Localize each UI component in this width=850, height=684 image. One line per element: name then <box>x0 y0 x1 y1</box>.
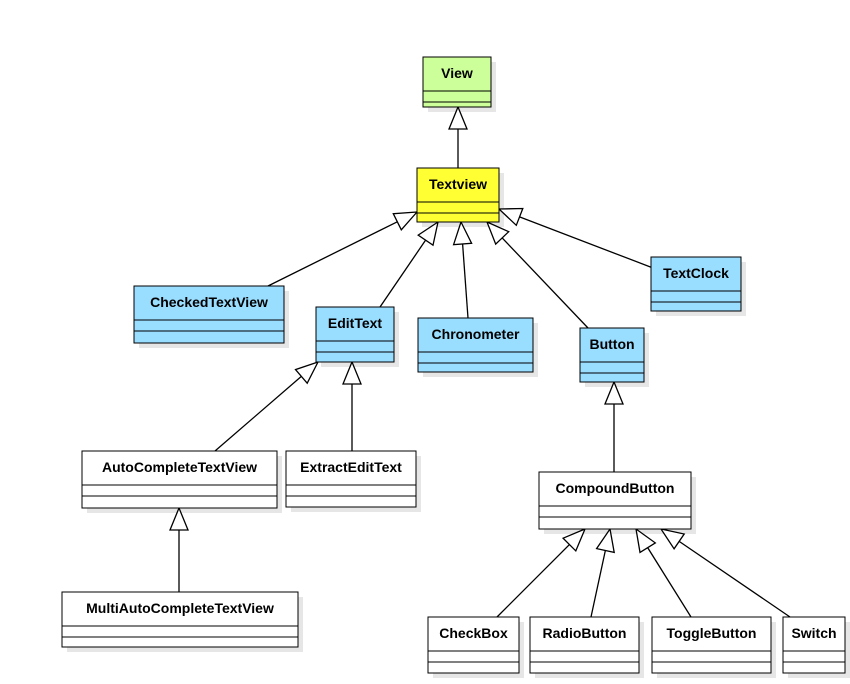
class-checkbox[interactable]: CheckBox <box>427 616 520 674</box>
class-box-extractedittext <box>285 450 417 508</box>
generalization-arrowhead-icon <box>392 211 419 231</box>
inheritance-line <box>379 239 427 308</box>
class-compoundbutton[interactable]: CompoundButton <box>538 471 692 530</box>
class-name-textview: Textview <box>429 176 487 192</box>
inheritance-edge-switch-to-compoundbutton <box>659 528 791 618</box>
generalization-arrowhead-icon <box>485 220 510 246</box>
class-textclock[interactable]: TextClock <box>650 256 742 312</box>
class-switch[interactable]: Switch <box>782 616 846 674</box>
class-name-radiobutton: RadioButton <box>543 625 627 641</box>
inheritance-edge-textclock-to-textview <box>497 207 654 269</box>
class-name-togglebutton: ToggleButton <box>667 625 757 641</box>
generalization-arrowhead-icon <box>294 360 320 385</box>
inheritance-edge-checkbox-to-compoundbutton <box>496 527 587 618</box>
class-box-multiautocompletetextview <box>61 591 299 648</box>
class-name-checkbox: CheckBox <box>439 625 508 641</box>
generalization-arrowhead-icon <box>452 220 473 246</box>
class-box-view <box>422 56 492 108</box>
class-box-radiobutton <box>529 616 640 674</box>
class-chronometer[interactable]: Chronometer <box>417 317 534 373</box>
generalization-arrowhead-icon <box>417 220 439 247</box>
inheritance-edge-radiobutton-to-compoundbutton <box>590 527 616 618</box>
class-radiobutton[interactable]: RadioButton <box>529 616 640 674</box>
inheritance-line <box>461 243 469 319</box>
class-button[interactable]: Button <box>579 327 645 383</box>
inheritance-line <box>590 550 606 618</box>
generalization-arrowhead-icon <box>604 380 624 405</box>
class-name-multiautocompletetextview: MultiAutoCompleteTextView <box>86 600 274 616</box>
class-box-compoundbutton <box>538 471 692 530</box>
inheritance-edge-extractedittext-to-edittext <box>342 360 362 451</box>
generalization-arrowhead-icon <box>595 527 616 554</box>
class-checkedtextview[interactable]: CheckedTextView <box>133 285 285 344</box>
generalization-arrowhead-icon <box>561 527 587 553</box>
class-name-compoundbutton: CompoundButton <box>556 480 675 496</box>
inheritance-edge-edittext-to-textview <box>379 220 439 308</box>
class-multiautocompletetextview[interactable]: MultiAutoCompleteTextView <box>61 591 299 648</box>
generalization-arrowhead-icon <box>169 506 189 531</box>
class-box-togglebutton <box>651 616 772 674</box>
class-name-button: Button <box>589 336 634 352</box>
inheritance-line <box>678 540 791 618</box>
class-name-chronometer: Chronometer <box>432 326 520 342</box>
class-autocompletetextview[interactable]: AutoCompleteTextView <box>81 450 278 509</box>
class-box-edittext <box>315 306 395 363</box>
class-box-autocompletetextview <box>81 450 278 509</box>
class-name-view: View <box>441 65 473 81</box>
inheritance-edge-compoundbutton-to-button <box>604 380 624 472</box>
class-view[interactable]: View <box>422 56 492 108</box>
generalization-arrowhead-icon <box>497 207 524 227</box>
class-box-switch <box>782 616 846 674</box>
inheritance-edge-textview-to-view <box>448 105 468 168</box>
inheritance-edge-checkedtextview-to-textview <box>267 211 419 287</box>
class-togglebutton[interactable]: ToggleButton <box>651 616 772 674</box>
inheritance-line <box>267 221 398 287</box>
class-name-switch: Switch <box>791 625 836 641</box>
class-name-checkedtextview: CheckedTextView <box>150 294 268 310</box>
inheritance-line <box>214 375 302 452</box>
inheritance-edge-multiautocompletetextview-to-autocompletetextview <box>169 506 189 592</box>
class-name-autocompletetextview: AutoCompleteTextView <box>102 459 257 475</box>
class-name-edittext: EditText <box>328 315 383 331</box>
generalization-arrowhead-icon <box>448 105 468 130</box>
inheritance-line <box>647 547 692 618</box>
inheritance-edge-button-to-textview <box>485 220 589 329</box>
class-name-extractedittext: ExtractEditText <box>300 459 402 475</box>
inheritance-line <box>519 216 654 269</box>
class-box-checkedtextview <box>133 285 285 344</box>
inheritance-edge-chronometer-to-textview <box>452 220 473 319</box>
inheritance-edges <box>169 105 791 618</box>
inheritance-line <box>496 544 570 618</box>
generalization-arrowhead-icon <box>659 528 686 550</box>
generalization-arrowhead-icon <box>342 360 362 385</box>
class-nodes: ViewTextviewCheckedTextViewEditTextChron… <box>61 56 846 674</box>
inheritance-edge-togglebutton-to-compoundbutton <box>635 527 692 618</box>
class-name-textclock: TextClock <box>663 265 729 281</box>
inheritance-line <box>501 237 589 329</box>
inheritance-edge-autocompletetextview-to-edittext <box>214 360 320 452</box>
generalization-arrowhead-icon <box>635 527 657 554</box>
class-extractedittext[interactable]: ExtractEditText <box>285 450 417 508</box>
class-box-checkbox <box>427 616 520 674</box>
class-edittext[interactable]: EditText <box>315 306 395 363</box>
class-textview[interactable]: Textview <box>416 167 500 223</box>
